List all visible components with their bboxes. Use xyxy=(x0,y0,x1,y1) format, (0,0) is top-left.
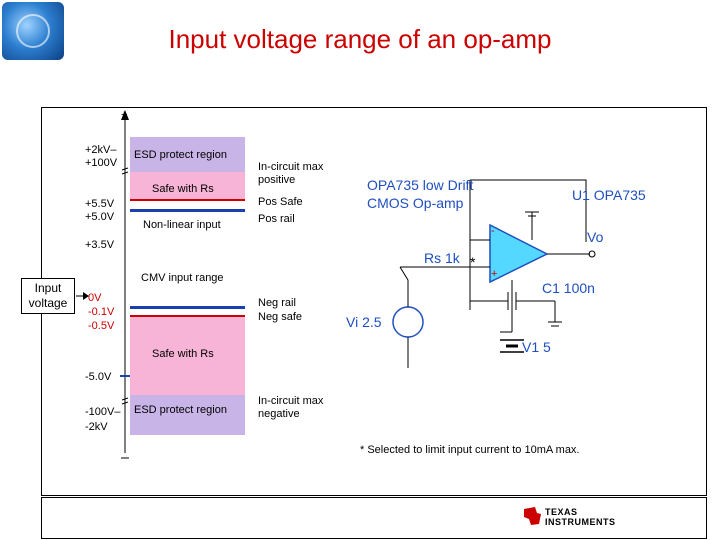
region-esd-bottom: ESD protect region xyxy=(134,404,227,416)
input-arrow-icon xyxy=(76,292,89,300)
opamp-description: OPA735 low Drift CMOS Op-amp xyxy=(367,177,474,211)
ti-logo-line2: INSTRUMENTS xyxy=(545,517,616,527)
page-title: Input voltage range of an op-amp xyxy=(168,24,552,54)
label-u1: U1 OPA735 xyxy=(572,187,646,203)
label-minus-100v: -100V– xyxy=(85,406,121,418)
label-minus-5v: -5.0V xyxy=(85,371,112,383)
neg-rail-line xyxy=(130,306,245,309)
svg-text:+: + xyxy=(121,109,127,121)
input-voltage-box: Input voltage xyxy=(21,278,75,314)
label-c1: C1 100n xyxy=(542,280,595,296)
label-plus-100v: +100V xyxy=(85,157,118,169)
label-incircuit-max-positive: In-circuit max positive xyxy=(258,161,324,186)
footnote: * Selected to limit input current to 10m… xyxy=(360,444,580,456)
ti-logo-icon xyxy=(524,507,541,525)
region-safe-top: Safe with Rs xyxy=(152,183,214,195)
label-pos-rail: Pos rail xyxy=(258,213,295,225)
region-safe-bottom: Safe with Rs xyxy=(152,348,214,360)
label-vo: Vo xyxy=(587,229,604,245)
globe-logo-icon xyxy=(2,2,64,60)
label-minus-0-1v: -0.1V xyxy=(88,306,115,318)
safe-band-bottom xyxy=(130,315,245,395)
label-plus-3-5v: +3.5V xyxy=(85,239,115,251)
label-neg-rail: Neg rail xyxy=(258,297,296,309)
label-neg-safe: Neg safe xyxy=(258,311,303,323)
esd-band-top xyxy=(130,137,245,172)
opamp-triangle-icon xyxy=(489,223,549,284)
label-minus-0-5v: -0.5V xyxy=(88,320,115,332)
label-vi: Vi 2.5 xyxy=(346,314,382,330)
voltage-axis: + xyxy=(120,109,130,459)
neg-safe-line xyxy=(130,315,245,317)
safe-band-top xyxy=(130,172,245,200)
opamp-schematic xyxy=(392,179,596,368)
opamp-minus-sign: - xyxy=(491,225,495,237)
label-plus-5-5v: +5.5V xyxy=(85,198,115,210)
voltage-source-icon xyxy=(392,306,424,338)
label-v1: V1 5 xyxy=(522,339,551,355)
ti-logo-line1: TEXAS xyxy=(545,507,578,517)
pos-rail-line xyxy=(130,209,245,212)
pos-safe-line xyxy=(130,199,245,201)
region-nonlinear: Non-linear input xyxy=(143,219,221,231)
label-rs: Rs 1k xyxy=(424,250,460,266)
label-minus-2kv: -2kV xyxy=(85,421,108,433)
footer-box xyxy=(41,497,707,539)
nonlinear-band xyxy=(130,200,245,252)
cmv-band xyxy=(130,252,245,312)
label-0v: 0V xyxy=(88,292,102,304)
label-incircuit-max-negative: In-circuit max negative xyxy=(258,395,324,420)
esd-band-bottom xyxy=(130,395,245,435)
label-plus-5-0v: +5.0V xyxy=(85,211,115,223)
label-plus-2kv: +2kV– xyxy=(85,144,117,156)
region-cmv: CMV input range xyxy=(141,272,224,284)
label-rs-note: * xyxy=(470,254,476,270)
opamp-plus-sign: + xyxy=(491,268,498,280)
region-esd-top: ESD protect region xyxy=(134,149,227,161)
label-pos-safe: Pos Safe xyxy=(258,196,303,208)
